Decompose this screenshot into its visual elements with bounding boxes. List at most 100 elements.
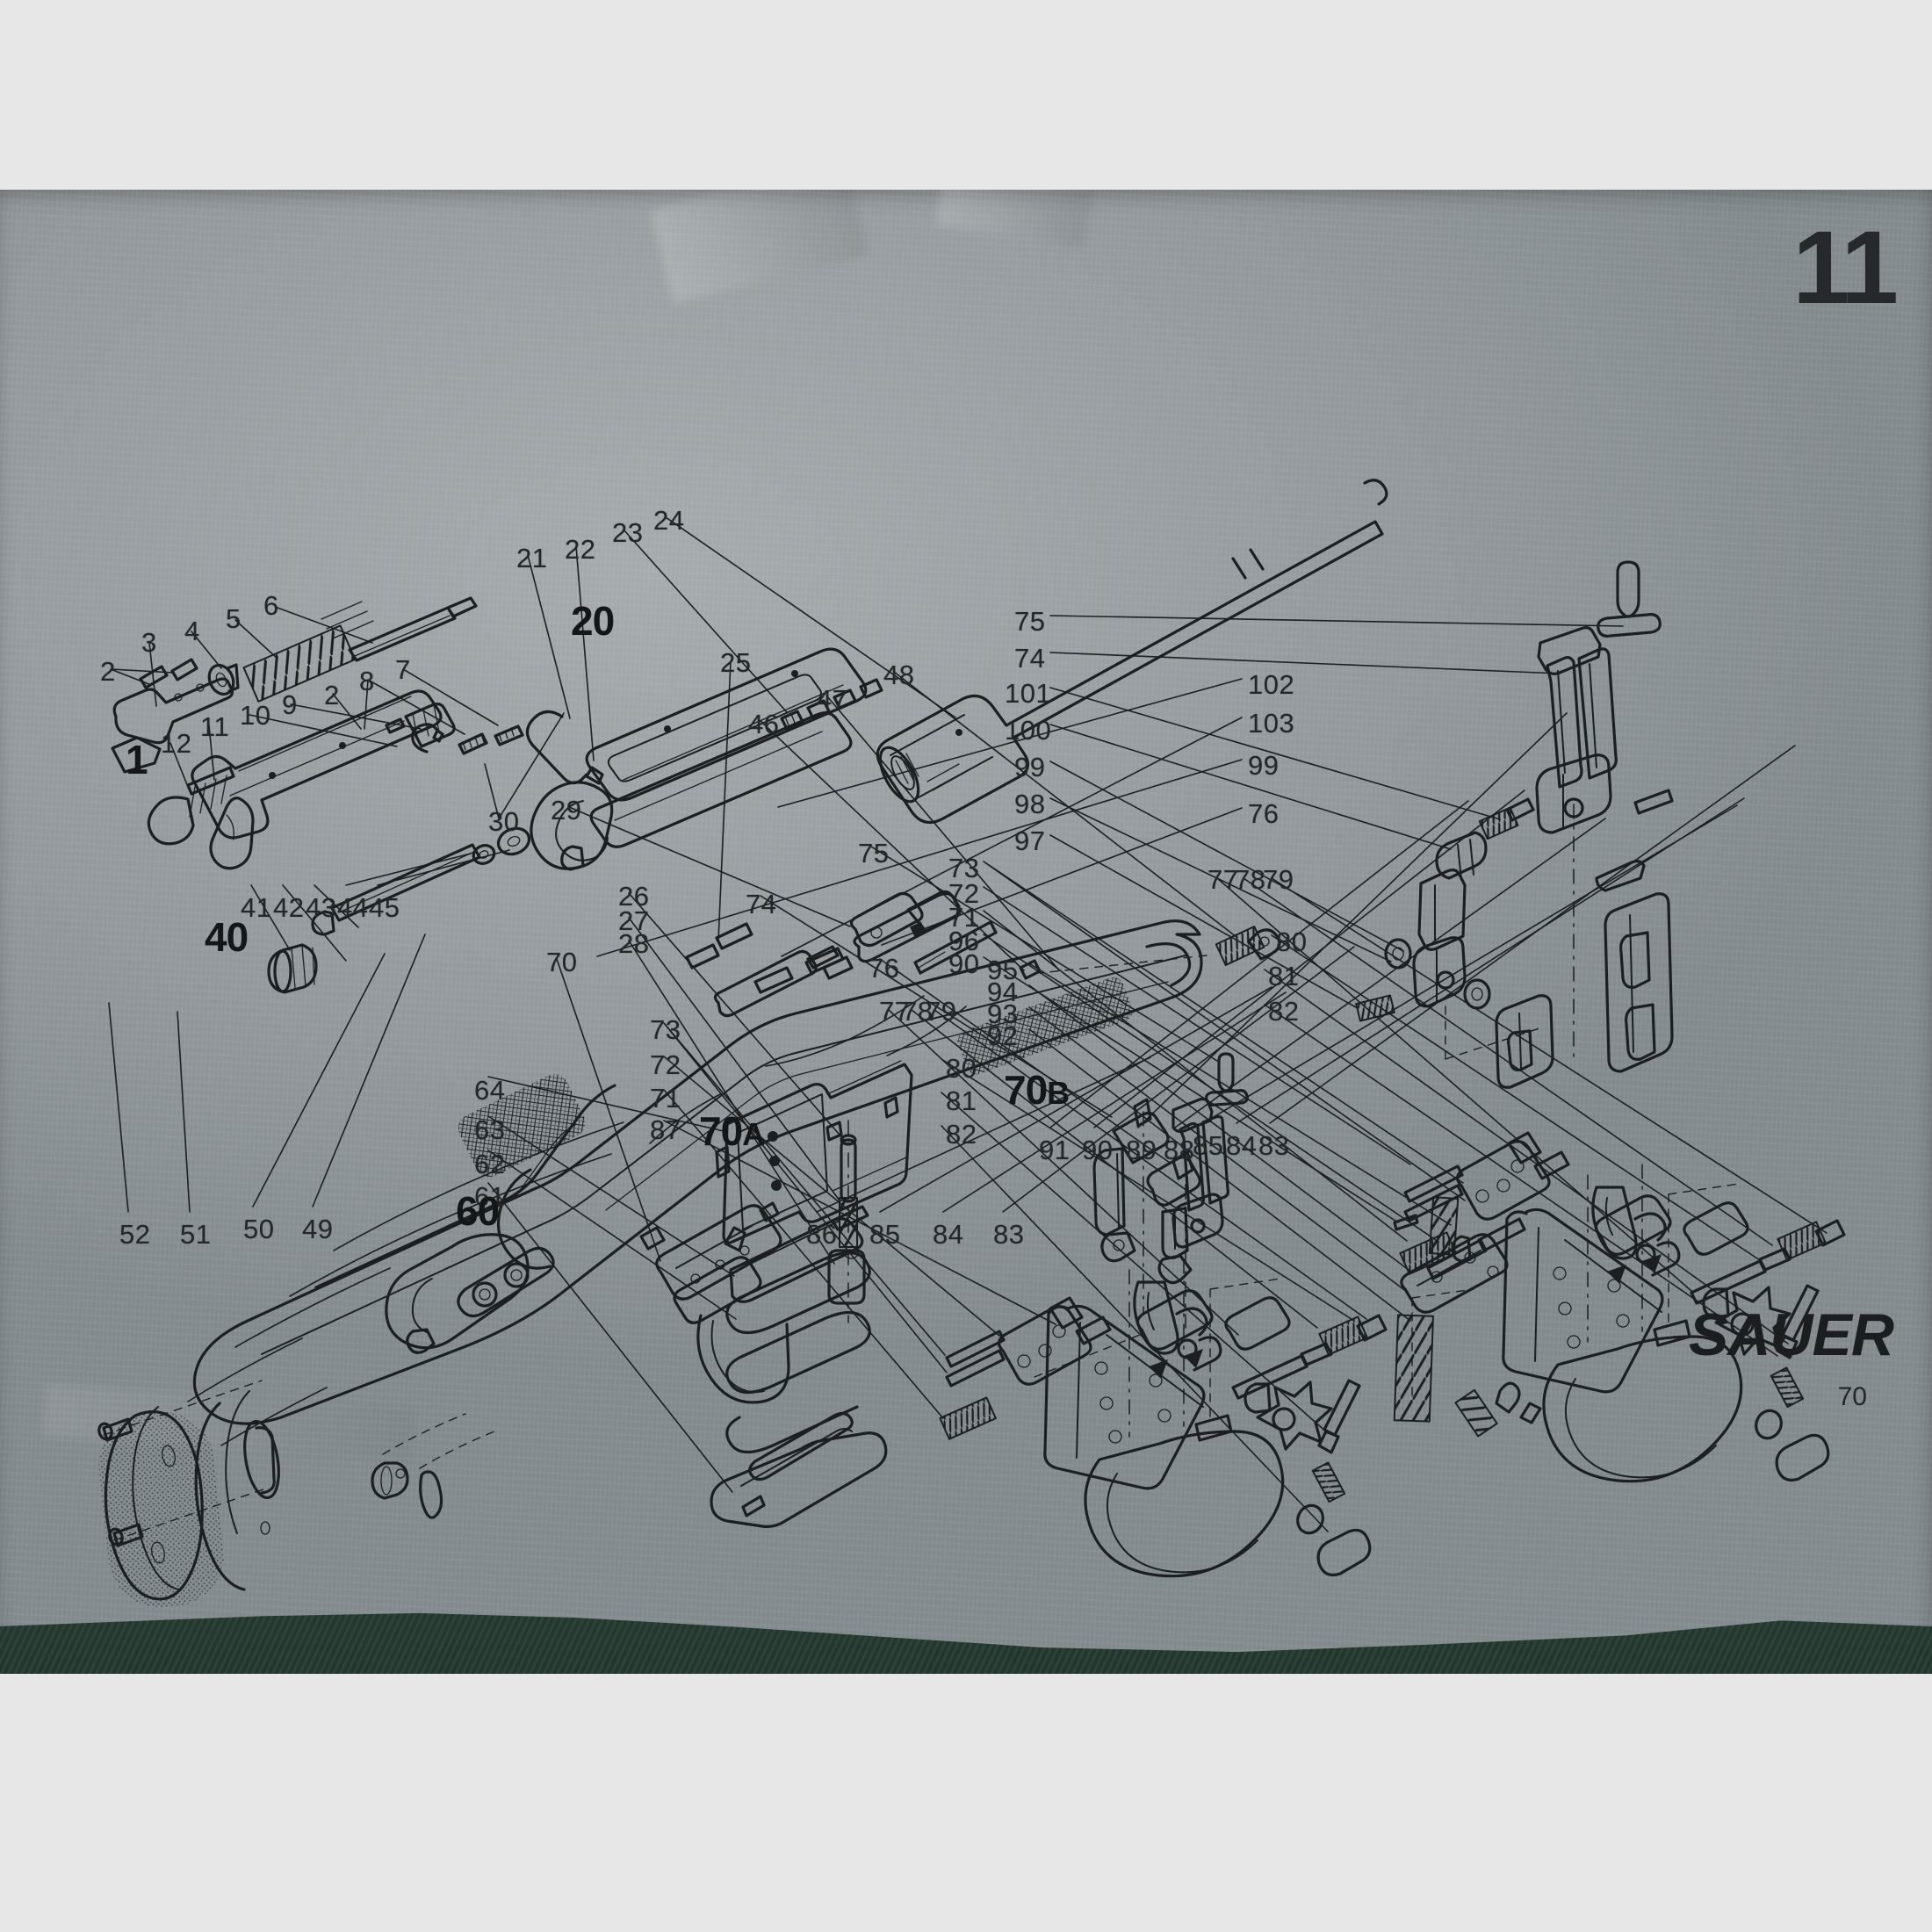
group-label-suffix: A xyxy=(742,1116,765,1152)
callout-number-99: 99 xyxy=(1248,750,1280,781)
callout-number-72: 72 xyxy=(650,1049,681,1080)
photograph-of-parts-diagram: .o{fill:none;stroke:#1b1f22;stroke-width… xyxy=(0,190,1932,1674)
group-label-number: 70 xyxy=(1004,1067,1048,1113)
callout-number-92: 92 xyxy=(987,1020,1019,1051)
callout-number-46: 46 xyxy=(748,709,780,739)
bolt-stop-assembly-center xyxy=(1092,1098,1201,1329)
callout-number-73: 73 xyxy=(650,1014,681,1045)
callout-number-29: 29 xyxy=(551,795,582,825)
callout-number-94: 94 xyxy=(987,977,1019,1007)
callout-number-28: 28 xyxy=(618,928,650,959)
callout-number-100: 100 xyxy=(1005,715,1052,746)
leader-lines xyxy=(108,516,1827,1532)
callout-number-85: 85 xyxy=(869,1219,901,1250)
callout-number-87: 87 xyxy=(650,1114,681,1145)
callout-number-44: 44 xyxy=(337,892,369,923)
callout-number-41: 41 xyxy=(241,892,272,923)
group-label-suffix: B xyxy=(1047,1075,1070,1111)
callout-number-80: 80 xyxy=(1276,926,1308,957)
group-label-70A: 70A xyxy=(699,1108,765,1154)
exploded-view-line-art: .o{fill:none;stroke:#1b1f22;stroke-width… xyxy=(0,190,1932,1674)
group-label-number: 40 xyxy=(205,914,249,960)
callout-number-77: 77 xyxy=(1208,864,1239,895)
callout-number-27: 27 xyxy=(618,905,650,936)
callout-number-2: 2 xyxy=(100,656,116,687)
callout-number-85: 85 xyxy=(1193,1130,1224,1161)
brand-logo-sauer: SAUER xyxy=(1688,1301,1894,1368)
callout-number-5: 5 xyxy=(226,603,242,634)
callout-number-64: 64 xyxy=(474,1075,506,1106)
group-label-1: 1 xyxy=(126,739,148,780)
callout-number-84: 84 xyxy=(1226,1130,1258,1161)
callout-number-89: 89 xyxy=(1126,1135,1157,1165)
callout-number-97: 97 xyxy=(1014,825,1046,856)
callout-number-47: 47 xyxy=(817,684,848,715)
callout-number-102: 102 xyxy=(1248,669,1295,700)
group-label-number: 70 xyxy=(699,1108,743,1154)
callout-number-74: 74 xyxy=(1014,643,1046,674)
callout-number-80: 80 xyxy=(946,1053,977,1084)
callout-number-78: 78 xyxy=(902,996,934,1027)
callout-number-42: 42 xyxy=(273,892,305,923)
callout-number-90: 90 xyxy=(1082,1135,1114,1165)
callout-number-22: 22 xyxy=(565,534,596,565)
callout-number-95: 95 xyxy=(987,955,1019,985)
callout-number-48: 48 xyxy=(883,660,915,690)
safety-and-bolt-stop-assembly xyxy=(1355,560,1674,1089)
callout-number-79: 79 xyxy=(926,996,957,1027)
callout-number-11: 11 xyxy=(200,711,230,742)
callout-number-103: 103 xyxy=(1248,708,1295,739)
callout-number-73: 73 xyxy=(948,853,980,883)
callout-number-52: 52 xyxy=(119,1219,151,1250)
callout-number-3: 3 xyxy=(141,627,157,658)
callout-number-71: 71 xyxy=(948,902,980,933)
callout-number-63: 63 xyxy=(474,1114,506,1145)
callout-number-24: 24 xyxy=(653,505,685,536)
callout-number-62: 62 xyxy=(474,1149,506,1179)
callout-number-76: 76 xyxy=(1248,798,1280,829)
callout-number-26: 26 xyxy=(618,881,650,912)
callout-number-83: 83 xyxy=(993,1219,1025,1250)
model-number: 70 xyxy=(1837,1382,1867,1411)
callout-number-12: 12 xyxy=(161,728,192,759)
group-label-70B: 70B xyxy=(1004,1067,1070,1113)
callout-number-72: 72 xyxy=(948,878,980,909)
bolt-small-parts xyxy=(267,717,531,994)
callout-number-71: 71 xyxy=(650,1083,681,1114)
callout-number-43: 43 xyxy=(306,892,337,923)
callout-number-91: 91 xyxy=(1039,1135,1071,1165)
callout-number-4: 4 xyxy=(184,616,200,646)
callout-number-45: 45 xyxy=(369,892,400,923)
callout-number-99: 99 xyxy=(1014,752,1046,782)
callout-number-74: 74 xyxy=(746,889,777,919)
rifle-stock xyxy=(97,919,1203,1608)
callout-number-25: 25 xyxy=(720,647,752,678)
callout-number-9: 9 xyxy=(282,689,298,720)
bolt-body xyxy=(147,689,456,870)
group-label-20: 20 xyxy=(571,598,615,644)
callout-number-75: 75 xyxy=(1014,606,1046,637)
callout-number-10: 10 xyxy=(240,700,271,731)
callout-number-61: 61 xyxy=(474,1181,506,1212)
callout-number-23: 23 xyxy=(612,517,644,548)
callout-number-50: 50 xyxy=(243,1214,275,1244)
callout-number-96: 96 xyxy=(948,926,980,956)
callout-number-84: 84 xyxy=(933,1219,964,1250)
callout-number-90: 90 xyxy=(948,948,980,979)
callout-number-101: 101 xyxy=(1005,678,1052,709)
callout-number-49: 49 xyxy=(302,1214,334,1244)
callout-number-51: 51 xyxy=(180,1219,212,1250)
group-label-number: 60 xyxy=(456,1188,500,1234)
callout-number-76: 76 xyxy=(869,953,900,984)
callout-number-30: 30 xyxy=(488,806,520,837)
bolt-assembly-parts xyxy=(111,596,478,774)
group-label-number: 20 xyxy=(571,598,615,644)
callout-number-83: 83 xyxy=(1258,1130,1290,1161)
callout-number-78: 78 xyxy=(1235,864,1266,895)
callout-number-79: 79 xyxy=(1263,864,1294,895)
trigger-group-in-stock xyxy=(639,1201,790,1404)
callout-number-86: 86 xyxy=(806,1219,838,1250)
callout-number-82: 82 xyxy=(946,1119,977,1150)
callout-number-7: 7 xyxy=(395,654,411,685)
group-label-60: 60 xyxy=(456,1188,500,1234)
